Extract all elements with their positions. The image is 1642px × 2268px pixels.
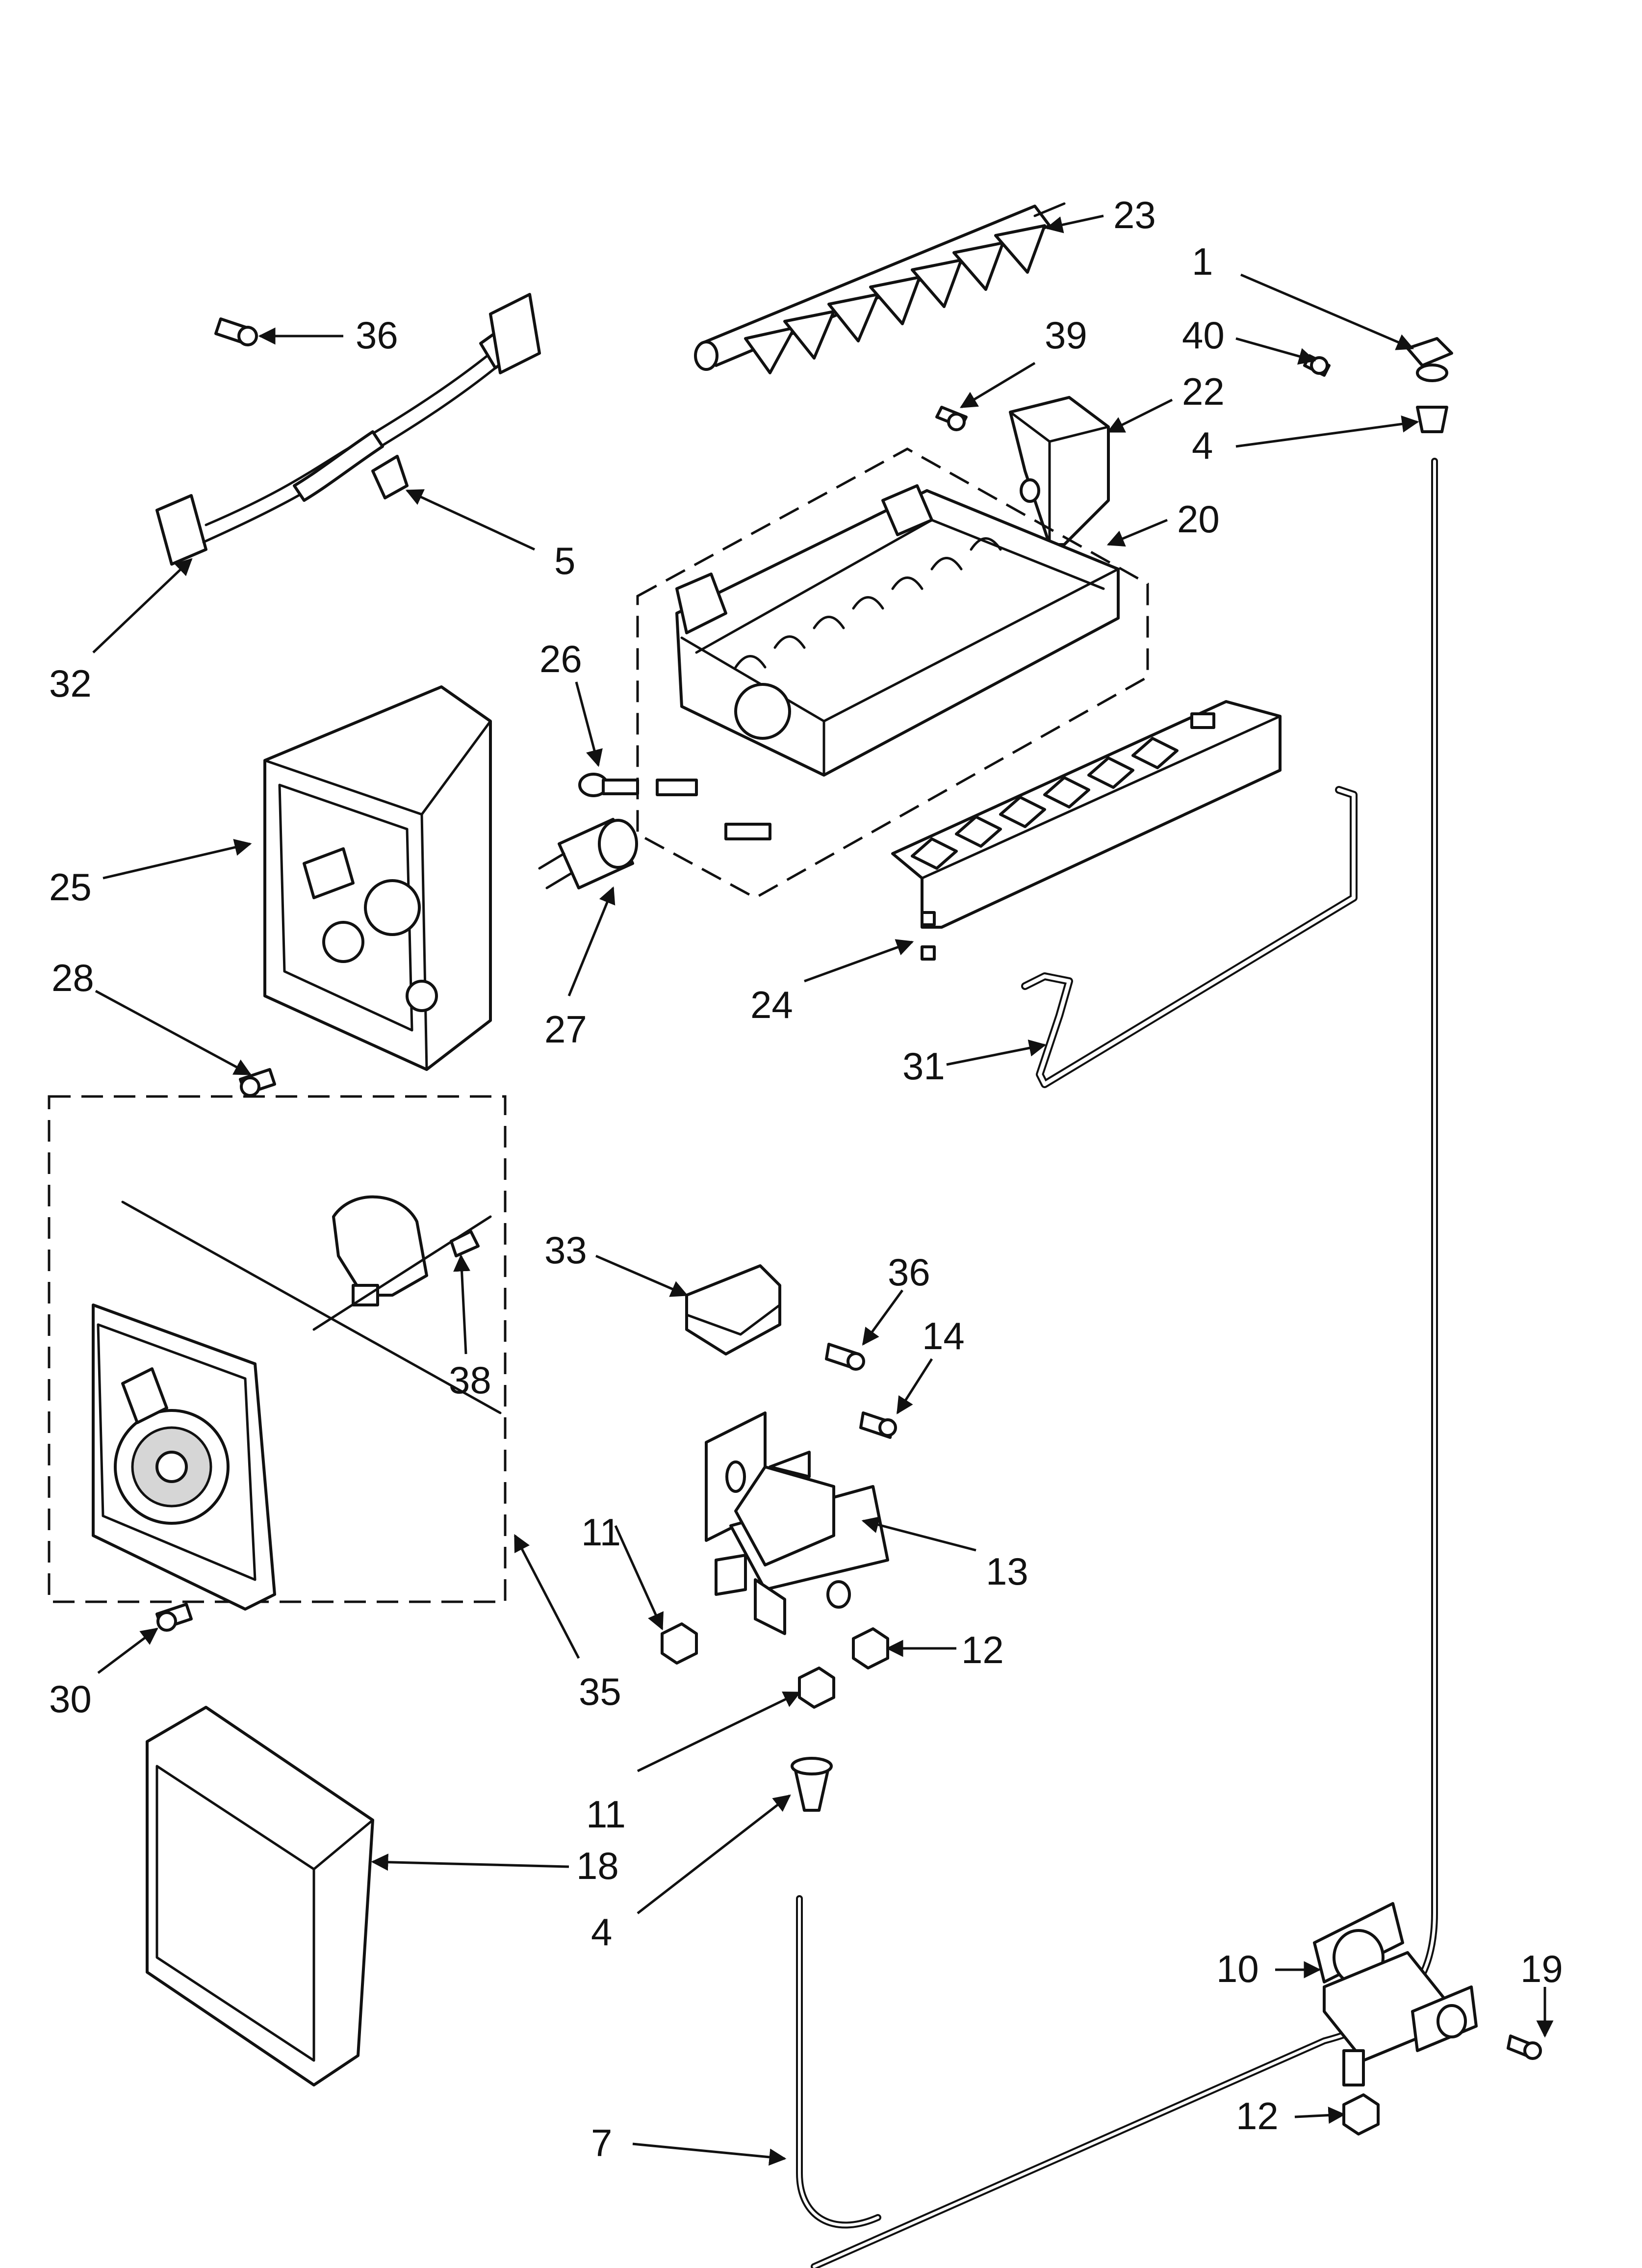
callout-12-upper: 12 (961, 1628, 1004, 1671)
callout-30: 30 (49, 1677, 92, 1721)
part-4-fitting-lower (791, 1757, 833, 1812)
callout-23: 23 (1113, 193, 1156, 236)
part-5-clip (371, 455, 409, 499)
callout-7: 7 (591, 2121, 612, 2164)
callout-14: 14 (922, 1314, 965, 1357)
callout-20: 20 (1177, 497, 1220, 541)
part-39-screw (935, 406, 968, 431)
callout-4-top: 4 (1192, 424, 1213, 467)
part-25-control-housing (263, 685, 492, 1071)
part-24-ice-stripper (891, 700, 1282, 961)
callout-labels: 23 1 36 39 40 22 4 5 20 32 26 25 28 27 2… (49, 193, 1563, 2164)
part-23-ejector-arm (694, 202, 1066, 374)
callout-19: 19 (1520, 1947, 1563, 1990)
part-27-plug (538, 818, 638, 889)
callout-25: 25 (49, 865, 92, 909)
part-11-nut-lower (798, 1667, 835, 1709)
callout-5: 5 (554, 539, 575, 582)
part-35-module-assembly (48, 1095, 507, 1611)
part-32-wire-harness (155, 293, 541, 566)
callout-38: 38 (449, 1358, 491, 1402)
callout-36-mid: 36 (888, 1251, 930, 1294)
part-30-screw (155, 1603, 193, 1632)
callout-10: 10 (1216, 1947, 1259, 1990)
callout-11-upper: 11 (581, 1511, 621, 1554)
part-33-bracket (685, 1264, 781, 1356)
part-1-clamp (1406, 337, 1453, 382)
part-26-fastener (578, 773, 639, 797)
part-10-inlet-valve (1313, 1902, 1478, 2086)
part-19-screw (1507, 2034, 1542, 2060)
part-14-screw (859, 1411, 897, 1439)
callout-22: 22 (1182, 370, 1225, 413)
callout-27: 27 (544, 1008, 587, 1051)
part-28-screw (239, 1068, 276, 1097)
callout-11-lower: 11 (586, 1793, 626, 1836)
callout-31: 31 (902, 1044, 945, 1088)
part-36-screw-mid (825, 1343, 865, 1371)
callout-12-lower: 12 (1236, 2094, 1279, 2138)
part-31-shutoff-arm (1021, 786, 1358, 1088)
part-20-ice-mold (636, 447, 1149, 899)
part-13-water-valve (705, 1411, 889, 1635)
part-18-cover (146, 1706, 374, 2086)
callout-33: 33 (544, 1228, 587, 1272)
part-36-screw-top (214, 317, 258, 346)
callout-40: 40 (1182, 313, 1225, 357)
callout-28: 28 (51, 956, 94, 999)
part-4-nut-top (1416, 406, 1448, 433)
part-12-nut-lower (1342, 2093, 1380, 2136)
callout-39: 39 (1045, 313, 1087, 357)
callout-26: 26 (539, 637, 582, 680)
callout-4-lower: 4 (591, 1910, 612, 1954)
part-22-fill-cup (1009, 396, 1110, 546)
callout-32: 32 (49, 662, 92, 705)
callout-24: 24 (750, 983, 793, 1026)
callout-36-top: 36 (356, 313, 398, 357)
callout-18: 18 (576, 1844, 619, 1887)
part-11-nut-upper (661, 1622, 698, 1665)
leader-lines (92, 214, 1554, 2166)
callout-1: 1 (1192, 240, 1213, 283)
callout-13: 13 (986, 1550, 1028, 1593)
part-12-nut-upper (852, 1627, 889, 1669)
callout-35: 35 (579, 1670, 621, 1713)
